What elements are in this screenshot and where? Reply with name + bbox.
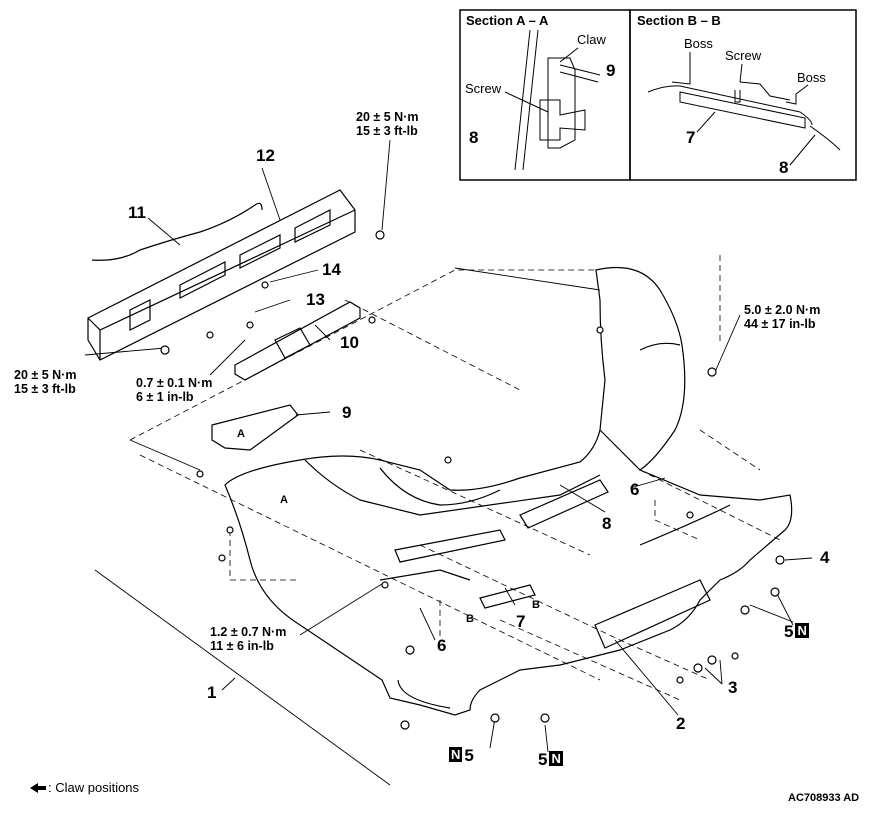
part-11: 11 [128, 203, 146, 222]
section-b-part-8: 8 [779, 158, 789, 177]
part-12: 12 [256, 146, 275, 165]
section-a-claw-label: Claw [577, 32, 606, 47]
part-5-right-number: 5 [784, 622, 794, 641]
drawing-code: AC708933 AD [788, 792, 860, 804]
torque-left-bolt-ftlb: 15 ± 3 ft-lb [14, 382, 76, 396]
torque-lower-bolt-inlb: 11 ± 6 in-lb [210, 639, 274, 653]
claw-arrow-icon [30, 783, 46, 793]
section-a-screw-label: Screw [465, 81, 502, 96]
new-part-mark-right: N [795, 623, 809, 638]
section-a-part-8: 8 [469, 128, 479, 147]
marker-a-lower: A [280, 494, 288, 506]
marker-b-right: B [532, 599, 540, 611]
rear-reinforcement [87, 189, 356, 361]
claw-positions-legend: : Claw positions [48, 780, 140, 795]
part-5-center-number: 5 [538, 750, 548, 769]
torque-side-bolt-nm: 5.0 ± 2.0 N·m [744, 303, 821, 317]
section-b-boss-left-label: Boss [684, 36, 713, 51]
fasteners [160, 230, 785, 730]
bracket [234, 301, 361, 381]
part-2: 2 [676, 714, 686, 733]
torque-side-bolt-inlb: 44 ± 17 in-lb [744, 317, 816, 331]
marker-a-upper: A [237, 428, 245, 440]
torque-lower-bolt-nm: 1.2 ± 0.7 N·m [210, 625, 287, 639]
section-b-boss-right-label: Boss [797, 70, 826, 85]
section-a-drawing [504, 29, 601, 171]
section-b-part-7: 7 [686, 128, 696, 147]
section-b-screw-label: Screw [725, 48, 762, 63]
part-7: 7 [516, 612, 526, 631]
section-a-title: Section A – A [466, 13, 549, 28]
section-b-drawing [647, 52, 841, 166]
part-6-upper: 6 [630, 480, 640, 499]
torque-left-bolt-nm: 20 ± 5 N·m [14, 368, 77, 382]
torque-top-right-bolt-ftlb: 15 ± 3 ft-lb [356, 124, 418, 138]
part-9: 9 [342, 403, 352, 422]
part-5-left-number: 5 [464, 746, 474, 765]
section-b-title: Section B – B [637, 13, 721, 28]
torque-lower-bolt: 1.2 ± 0.7 N·m 11 ± 6 in-lb [210, 625, 286, 653]
part-4: 4 [820, 548, 830, 567]
new-part-mark-left: N [449, 747, 463, 762]
torque-top-right-bolt-nm: 20 ± 5 N·m [356, 110, 419, 124]
torque-top-right-bolt: 20 ± 5 N·m 15 ± 3 ft-lb [356, 110, 418, 138]
part-14: 14 [322, 260, 341, 279]
part-6-lower: 6 [437, 636, 447, 655]
bumper-face [224, 266, 793, 716]
new-part-mark-center: N [549, 751, 563, 766]
torque-clip-nm: 0.7 ± 0.1 N·m [136, 376, 213, 390]
part-8: 8 [602, 514, 612, 533]
assembly-lines [129, 255, 781, 701]
body-outline [94, 267, 601, 786]
leader-lines [84, 139, 813, 753]
torque-clip-inlb: 6 ± 1 in-lb [136, 390, 194, 404]
part-10: 10 [340, 333, 359, 352]
bumper-lower [379, 479, 731, 609]
section-a-part-9: 9 [606, 61, 616, 80]
part-3: 3 [728, 678, 738, 697]
section-b-box [629, 9, 857, 181]
torque-clip: 0.7 ± 0.1 N·m 6 ± 1 in-lb [136, 376, 212, 404]
part-1: 1 [207, 683, 217, 702]
torque-left-bolt: 20 ± 5 N·m 15 ± 3 ft-lb [14, 368, 76, 396]
part-13: 13 [306, 290, 325, 309]
claw-bracket [211, 404, 299, 451]
marker-b-left: B [466, 613, 474, 625]
torque-side-bolt: 5.0 ± 2.0 N·m 44 ± 17 in-lb [744, 303, 820, 331]
